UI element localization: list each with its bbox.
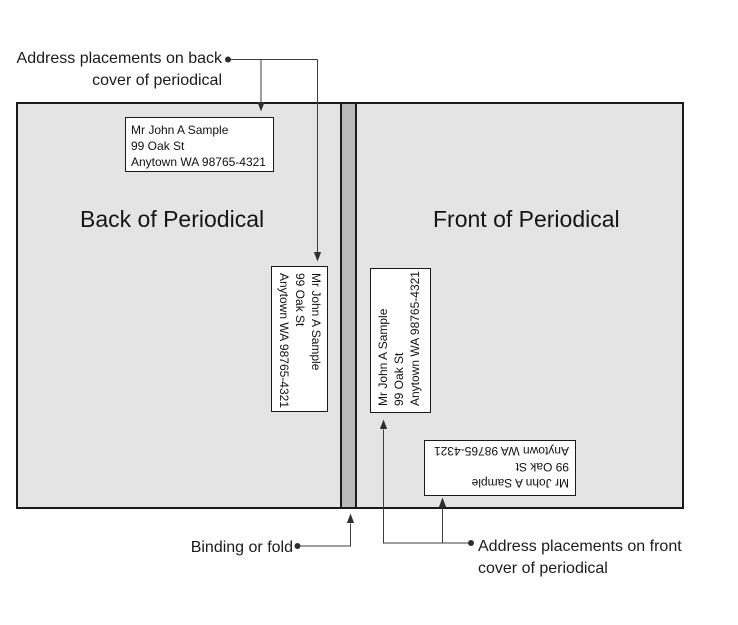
callout-back-cover: Address placements on back cover of peri… [14, 48, 222, 92]
bullet-binding-callout [294, 543, 301, 549]
binding-strip [340, 104, 357, 507]
address-line1: Mr John A Sample [376, 308, 390, 406]
address-line1: Mr John A Sample [471, 476, 569, 490]
address-line2: 99 Oak St [515, 460, 569, 474]
address-line3: Anytown WA 98765-4321 [277, 273, 291, 408]
arrowhead-binding [346, 513, 355, 523]
address-line3: Anytown WA 98765-4321 [434, 444, 569, 458]
address-label-front-upside-down: Mr John A Sample 99 Oak St Anytown WA 98… [424, 440, 576, 496]
address-line1: Mr John A Sample [131, 123, 229, 137]
address-line1: Mr John A Sample [309, 273, 323, 371]
callout-back-line1: Address placements on back [16, 50, 222, 67]
bullet-back-callout [225, 56, 231, 63]
back-cover-title: Back of Periodical [80, 206, 265, 232]
callout-binding-label: Binding or fold [190, 539, 293, 556]
callout-binding: Binding or fold [90, 537, 293, 559]
rotated-address-text: Mr John A Sample 99 Oak St Anytown WA 98… [371, 269, 430, 412]
address-line2: 99 Oak St [293, 273, 307, 327]
callout-front-line2: cover of periodical [478, 560, 608, 577]
bullet-front-callout [468, 540, 474, 546]
address-line3: Anytown WA 98765-4321 [131, 155, 266, 169]
callout-front-cover: Address placements on front cover of per… [478, 536, 682, 580]
address-label-back-top: Mr John A Sample 99 Oak St Anytown WA 98… [125, 117, 274, 172]
rotated-address-text: Mr John A Sample 99 Oak St Anytown WA 98… [425, 441, 575, 495]
address-line2: 99 Oak St [392, 352, 406, 406]
front-cover-title: Front of Periodical [433, 206, 620, 232]
address-line2: 99 Oak St [131, 139, 185, 153]
callout-back-line2: cover of periodical [92, 72, 222, 89]
leader-binding [300, 523, 351, 547]
address-label-back-vertical: Mr John A Sample 99 Oak St Anytown WA 98… [271, 266, 328, 412]
callout-front-line1: Address placements on front [478, 538, 682, 555]
periodical-spread: Back of Periodical Front of Periodical M… [16, 102, 684, 509]
address-label-front-vertical: Mr John A Sample 99 Oak St Anytown WA 98… [370, 268, 431, 413]
address-line3: Anytown WA 98765-4321 [408, 271, 422, 406]
rotated-address-text: Mr John A Sample 99 Oak St Anytown WA 98… [272, 267, 327, 411]
